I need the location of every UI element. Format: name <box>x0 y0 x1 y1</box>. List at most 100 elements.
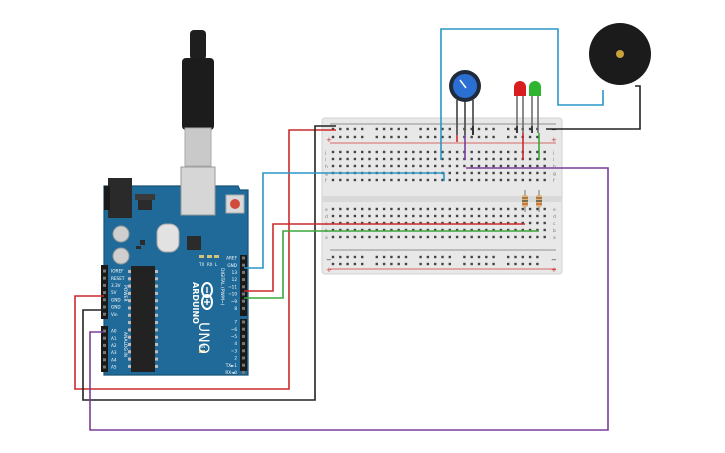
breadboard-hole <box>536 207 539 211</box>
power-header-pin[interactable] <box>103 276 106 280</box>
wire-red-5v[interactable] <box>74 129 336 390</box>
digital-header-pin[interactable] <box>242 370 245 374</box>
resistor-1 <box>522 190 528 212</box>
breadboard-hole <box>485 178 488 182</box>
breadboard-hole <box>528 150 532 154</box>
breadboard-hole <box>455 221 459 225</box>
wire-black-buzzer[interactable] <box>546 85 641 130</box>
breadboard-hole <box>492 171 495 175</box>
power-header-pin-label: RESET <box>111 276 125 281</box>
breadboard-hole <box>448 214 451 218</box>
power-header-pin[interactable] <box>103 298 106 302</box>
wire-green-pin9[interactable] <box>244 230 539 299</box>
breadboard-hole <box>339 221 342 225</box>
analog-header-pin[interactable] <box>103 336 106 340</box>
breadboard-hole <box>492 228 495 232</box>
wire-purple-a0[interactable] <box>89 167 609 431</box>
breadboard-rail-hole <box>434 135 437 139</box>
analog-header-pin[interactable] <box>103 329 106 333</box>
rx-led <box>207 255 212 258</box>
chip-pin <box>155 357 158 361</box>
power-header-pin-label: 3.3V <box>111 283 121 288</box>
breadboard-hole <box>470 164 473 168</box>
breadboard-hole <box>477 157 481 161</box>
breadboard-hole <box>528 228 532 232</box>
digital-header-pin[interactable] <box>242 292 245 296</box>
breadboard-hole <box>507 150 510 154</box>
digital-header-pin[interactable] <box>242 270 245 274</box>
breadboard-hole <box>375 164 378 168</box>
breadboard-hole <box>434 157 437 161</box>
digital-header-pin-label: ~11 <box>228 284 237 289</box>
digital-header-pin[interactable] <box>242 356 245 360</box>
breadboard-hole <box>507 171 510 175</box>
breadboard-hole <box>499 221 503 225</box>
analog-header-pin[interactable] <box>103 343 106 347</box>
breadboard-hole <box>331 221 335 225</box>
breadboard-hole <box>543 214 546 218</box>
digital-header-pin[interactable] <box>242 342 245 346</box>
rx-label: RX <box>207 262 213 267</box>
breadboard-hole <box>492 157 495 161</box>
breadboard-hole <box>353 150 357 154</box>
breadboard-hole <box>463 214 466 218</box>
row-letter: f <box>553 178 555 184</box>
digital-header-pin[interactable] <box>242 263 245 267</box>
breadboard-rail-hole <box>353 255 357 259</box>
breadboard-hole <box>536 157 539 161</box>
digital-header-pin[interactable] <box>242 334 245 338</box>
digital-header-pin[interactable] <box>242 306 245 310</box>
breadboard-rail-hole <box>404 127 408 131</box>
digital-header-pin[interactable] <box>242 320 245 324</box>
breadboard-hole <box>499 164 503 168</box>
bottom-rail-plus-label: + <box>326 266 332 274</box>
digital-header-pin[interactable] <box>242 256 245 260</box>
digital-header-pin[interactable] <box>242 285 245 289</box>
row-letter: d <box>325 214 328 220</box>
breadboard-hole <box>368 207 371 211</box>
breadboard-rail-hole <box>404 135 408 139</box>
breadboard-rail-hole <box>514 255 517 259</box>
usb-plug-body <box>182 58 214 130</box>
digital-header-pin[interactable] <box>242 349 245 353</box>
breadboard-hole <box>463 178 466 182</box>
breadboard-rail-hole <box>331 135 335 139</box>
digital-header-pin[interactable] <box>242 363 245 367</box>
breadboard-hole <box>419 221 422 225</box>
digital-header-pin[interactable] <box>242 299 245 303</box>
breadboard-hole <box>419 157 422 161</box>
chip-pin <box>128 313 131 317</box>
bottom-rail-minus-label-right: − <box>551 256 557 264</box>
breadboard-hole <box>441 150 444 154</box>
breadboard-hole <box>419 214 422 218</box>
power-header-pin[interactable] <box>103 291 106 295</box>
breadboard-hole <box>448 164 451 168</box>
breadboard-hole <box>470 235 473 239</box>
potentiometer[interactable] <box>449 70 481 135</box>
breadboard-hole <box>426 228 430 232</box>
power-header-pin[interactable] <box>103 283 106 287</box>
analog-header-pin[interactable] <box>103 351 106 355</box>
chip-pin <box>155 277 158 281</box>
analog-header-pin[interactable] <box>103 358 106 362</box>
breadboard-rail-hole <box>331 127 335 131</box>
tx-label: TX <box>198 262 204 267</box>
breadboard-hole <box>499 235 503 239</box>
breadboard-hole <box>536 164 539 168</box>
digital-header-pin[interactable] <box>242 327 245 331</box>
digital-header-pin[interactable] <box>242 278 245 282</box>
wires <box>74 28 641 431</box>
power-header-pin[interactable] <box>103 312 106 316</box>
wire-black-gnd[interactable] <box>82 125 336 401</box>
breadboard-rail-hole <box>390 127 393 131</box>
analog-header-pin[interactable] <box>103 365 106 369</box>
reset-button-cap[interactable] <box>230 199 240 209</box>
l-label: L <box>215 262 218 267</box>
breadboard-hole <box>455 171 459 175</box>
wire-blue-buzzer[interactable] <box>440 28 604 160</box>
usb-jack <box>180 166 216 216</box>
wire-red-pin10[interactable] <box>244 223 525 292</box>
power-header-pin[interactable] <box>103 305 106 309</box>
power-header-pin[interactable] <box>103 269 106 273</box>
wire-blue-pin12[interactable] <box>244 172 445 269</box>
